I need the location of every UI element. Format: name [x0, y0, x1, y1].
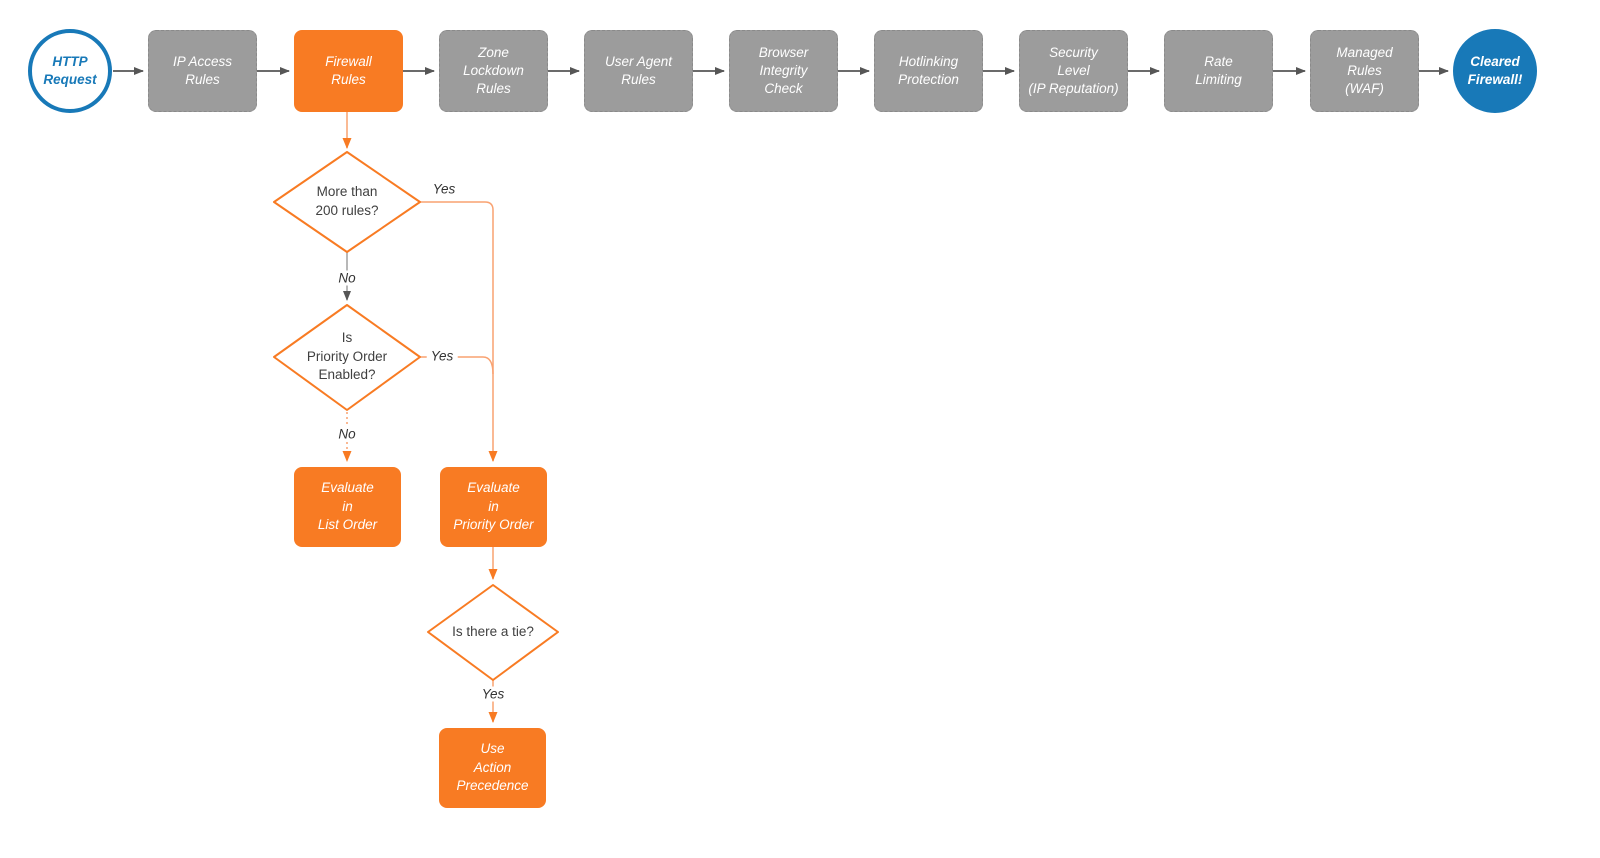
diamond-is-there-a-tie [427, 584, 559, 681]
node-evaluate-in-priority-order: Evaluate in Priority Order [440, 467, 547, 547]
node-http-request: HTTP Request [28, 29, 112, 113]
diamond-priority-order-enabled [273, 304, 421, 411]
edge-label-decision2-yes: Yes [426, 348, 458, 364]
edge-label-decision1-no: No [334, 270, 360, 286]
decision-more-than-200-rules-label: More than 200 rules? [315, 184, 379, 218]
branch-connectors [342, 112, 498, 723]
decision-is-there-a-tie-label: Is there a tie? [452, 623, 534, 639]
node-firewall-rules: Firewall Rules [294, 30, 403, 112]
node-zone-lockdown-rules: Zone Lockdown Rules [439, 30, 548, 112]
node-browser-integrity-check: Browser Integrity Check [729, 30, 838, 112]
node-user-agent-rules: User Agent Rules [584, 30, 693, 112]
edge-label-decision1-yes: Yes [428, 181, 460, 197]
edge-label-decision3-yes: Yes [477, 686, 509, 702]
diamond-more-than-200-rules [273, 151, 421, 253]
node-hotlinking-protection: Hotlinking Protection [874, 30, 983, 112]
decision-priority-order-enabled-label: Is Priority Order Enabled? [306, 329, 388, 383]
decision-diamonds [273, 151, 559, 681]
edge-decision2-yes [420, 356, 494, 375]
edge-label-decision2-no: No [334, 426, 360, 442]
node-rate-limiting: Rate Limiting [1164, 30, 1273, 112]
node-cleared-firewall: Cleared Firewall! [1453, 29, 1537, 113]
node-security-level: Security Level (IP Reputation) [1019, 30, 1128, 112]
node-evaluate-in-list-order: Evaluate in List Order [294, 467, 401, 547]
node-use-action-precedence: Use Action Precedence [439, 728, 546, 808]
edge-decision1-yes [420, 201, 498, 462]
node-ip-access-rules: IP Access Rules [148, 30, 257, 112]
node-managed-rules-waf: Managed Rules (WAF) [1310, 30, 1419, 112]
